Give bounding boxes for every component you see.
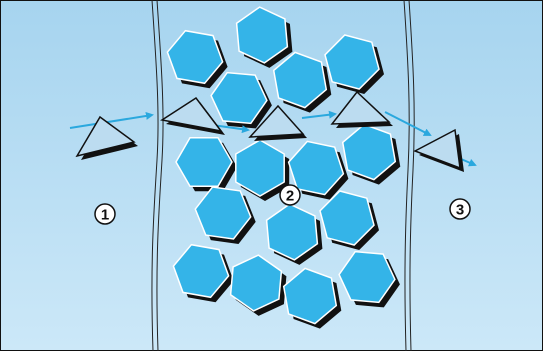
region-label-1-text: 1 — [101, 207, 109, 224]
traveling-triangles — [75, 90, 464, 172]
hexagon-icon — [172, 243, 234, 303]
arrow-icon — [384, 111, 432, 136]
hexagon-icon — [324, 34, 384, 94]
hexagon-icon — [338, 250, 400, 308]
region-label-2-text: 2 — [286, 188, 294, 205]
left-channel-wall — [151, 0, 164, 351]
triangle-icon — [413, 128, 464, 172]
hexagon-icon — [210, 71, 272, 129]
right-channel-wall — [403, 0, 415, 351]
hexagon-icon — [194, 186, 256, 244]
hexagon-icon — [319, 190, 379, 250]
hexagon-icon — [229, 254, 287, 316]
arrow-icon — [301, 110, 337, 119]
hexagon-icon — [166, 29, 228, 89]
region-label-2: 2 — [279, 184, 301, 206]
hexagon-icon — [265, 203, 323, 265]
triangle-icon — [160, 96, 225, 135]
hexagon-icon — [282, 267, 342, 329]
triangle-icon — [248, 104, 307, 141]
triangle-icon — [75, 115, 138, 160]
hexagon-icon — [235, 6, 293, 68]
region-label-3-text: 3 — [456, 202, 464, 219]
hexagon-particles — [166, 6, 401, 329]
region-label-3: 3 — [449, 198, 471, 220]
region-label-1: 1 — [94, 203, 116, 225]
hexagon-icon — [287, 140, 349, 200]
hexagon-icon — [341, 123, 401, 185]
hexagon-icon — [175, 137, 237, 192]
arrow-icon — [69, 111, 154, 129]
triangle-icon — [330, 90, 393, 128]
hexagon-icon — [272, 51, 332, 113]
hexagon-icon — [235, 139, 290, 201]
